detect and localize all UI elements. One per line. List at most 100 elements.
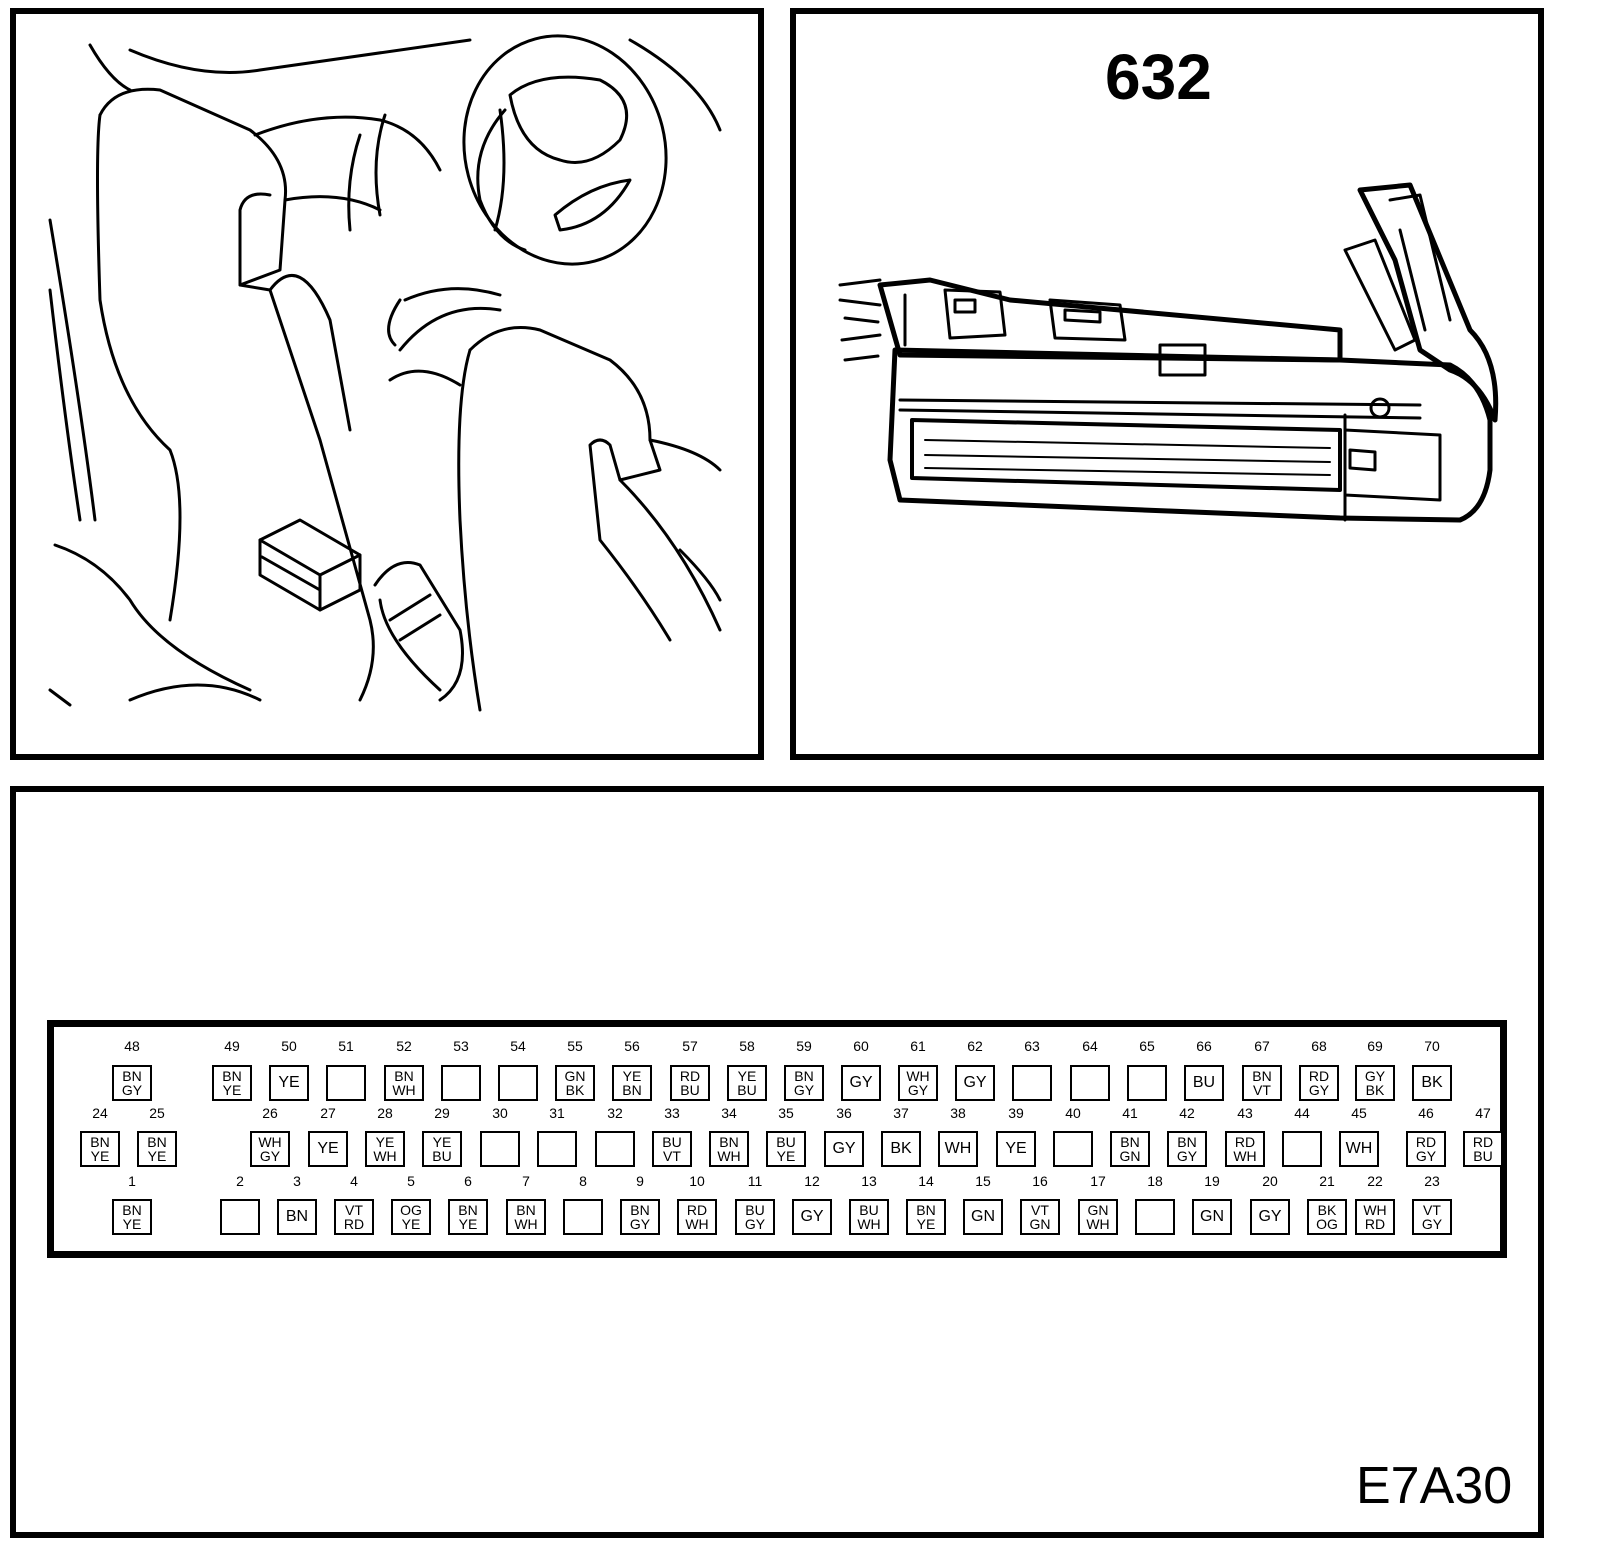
- wire-color-code: GY: [121, 1082, 143, 1098]
- pin-number: 21: [1319, 1173, 1335, 1189]
- wire-color-code: YE: [737, 1068, 757, 1084]
- pin-number: 11: [747, 1173, 763, 1189]
- wire-color-code: BU: [432, 1148, 452, 1164]
- pin-cell: [563, 1199, 603, 1235]
- wire-color-code: YE: [222, 1082, 242, 1098]
- wire-color-code: YE: [432, 1134, 452, 1150]
- wire-color-code: GY: [832, 1140, 856, 1157]
- pin-number: 29: [434, 1105, 450, 1121]
- wire-color-code: BN: [794, 1068, 814, 1084]
- pin-number: 49: [224, 1038, 240, 1054]
- wire-color-code: RD: [343, 1216, 365, 1232]
- pin-number: 38: [950, 1105, 966, 1121]
- wire-color-code: BU: [859, 1202, 879, 1218]
- pin-number: 48: [124, 1038, 140, 1054]
- pin-cell: BK: [1412, 1065, 1452, 1101]
- wire-color-code: BN: [90, 1134, 110, 1150]
- wire-color-code: WH: [685, 1216, 709, 1232]
- pin-number: 8: [579, 1173, 587, 1189]
- pin-number: 60: [853, 1038, 869, 1054]
- wire-color-code: GY: [629, 1216, 651, 1232]
- wire-color-code: GY: [963, 1074, 987, 1091]
- wire-color-code: BU: [1473, 1148, 1493, 1164]
- pin-cell: YE: [269, 1065, 309, 1101]
- wire-color-code: BN: [458, 1202, 478, 1218]
- wire-color-code: GY: [849, 1074, 873, 1091]
- pin-cell: GN: [1192, 1199, 1232, 1235]
- pin-number: 27: [320, 1105, 336, 1121]
- pin-number: 58: [739, 1038, 755, 1054]
- pin-cell: GY: [824, 1131, 864, 1167]
- pin-number: 16: [1032, 1173, 1048, 1189]
- wire-color-code: GN: [971, 1208, 995, 1225]
- pin-cell: GY: [955, 1065, 995, 1101]
- pin-number: 28: [377, 1105, 393, 1121]
- wire-color-code: BK: [1317, 1202, 1337, 1218]
- pin-cell: BU: [1184, 1065, 1224, 1101]
- pin-number: 65: [1139, 1038, 1155, 1054]
- wire-color-code: BN: [622, 1082, 642, 1098]
- pin-number: 10: [689, 1173, 705, 1189]
- pin-number: 61: [910, 1038, 926, 1054]
- wire-color-code: YE: [147, 1148, 167, 1164]
- wire-color-code: BN: [1252, 1068, 1272, 1084]
- wire-color-code: RD: [1308, 1068, 1330, 1084]
- wire-color-code: WH: [857, 1216, 881, 1232]
- pin-number: 19: [1204, 1173, 1220, 1189]
- wire-color-code: YE: [401, 1216, 421, 1232]
- pin-number: 52: [396, 1038, 412, 1054]
- wire-color-code: GN: [1200, 1208, 1224, 1225]
- wire-color-code: GY: [1308, 1082, 1330, 1098]
- wire-color-code: GY: [1421, 1216, 1443, 1232]
- pin-number: 35: [778, 1105, 794, 1121]
- wire-color-code: GN: [564, 1068, 586, 1084]
- pin-number: 62: [967, 1038, 983, 1054]
- wire-color-code: OG: [400, 1202, 422, 1218]
- wire-color-code: RD: [679, 1068, 701, 1084]
- wire-color-code: WH: [717, 1148, 741, 1164]
- wire-color-code: VT: [1031, 1202, 1049, 1218]
- pin-number: 12: [804, 1173, 820, 1189]
- wire-color-code: VT: [663, 1148, 681, 1164]
- pin-number: 9: [636, 1173, 644, 1189]
- pin-number: 53: [453, 1038, 469, 1054]
- pin-cell: GY: [841, 1065, 881, 1101]
- wire-color-code: GY: [1364, 1068, 1386, 1084]
- pin-number: 20: [1262, 1173, 1278, 1189]
- pin-number: 59: [796, 1038, 812, 1054]
- wire-color-code: YE: [90, 1148, 110, 1164]
- wire-color-code: YE: [375, 1134, 395, 1150]
- pin-number: 70: [1424, 1038, 1440, 1054]
- wire-color-code: BU: [1192, 1074, 1216, 1091]
- pin-number: 25: [149, 1105, 165, 1121]
- wire-color-code: WH: [1086, 1216, 1110, 1232]
- pin-number: 69: [1367, 1038, 1383, 1054]
- pin-number: 67: [1254, 1038, 1270, 1054]
- wire-color-code: VT: [345, 1202, 363, 1218]
- ecu-connector-drawing: [838, 182, 1499, 523]
- wire-color-code: GY: [907, 1082, 929, 1098]
- pin-number: 26: [262, 1105, 278, 1121]
- pin-number: 54: [510, 1038, 526, 1054]
- wire-color-code: WH: [373, 1148, 397, 1164]
- pin-cell: [220, 1199, 260, 1235]
- pin-number: 47: [1475, 1105, 1491, 1121]
- pin-cell: [537, 1131, 577, 1167]
- wire-color-code: WH: [944, 1140, 972, 1157]
- wire-color-code: WH: [1233, 1148, 1257, 1164]
